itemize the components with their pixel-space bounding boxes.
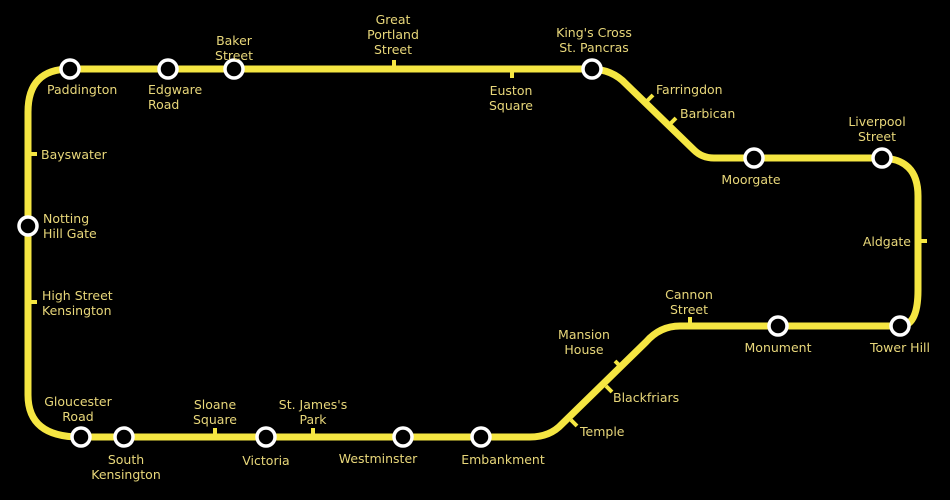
station-westminster[interactable]: Westminster xyxy=(338,451,418,466)
station-embankment[interactable]: Embankment xyxy=(461,452,545,467)
interchange-stations xyxy=(17,58,911,448)
station-ticks xyxy=(28,60,927,437)
station-barbican[interactable]: Barbican xyxy=(680,106,736,121)
station-great-portland-street[interactable]: Great Portland Street xyxy=(367,12,419,57)
station-farringdon[interactable]: Farringdon xyxy=(656,82,723,97)
station-temple[interactable]: Temple xyxy=(580,424,625,439)
station-victoria[interactable]: Victoria xyxy=(242,453,290,468)
station-paddington[interactable]: Paddington xyxy=(47,82,118,97)
station-edgware-road[interactable]: Edgware Road xyxy=(148,82,203,112)
station-monument[interactable]: Monument xyxy=(744,340,812,355)
station-moorgate[interactable]: Moorgate xyxy=(721,172,781,187)
circle-line-track xyxy=(24,65,922,441)
station-notting-hill-gate[interactable]: Notting Hill Gate xyxy=(43,211,97,241)
station-cannon-street[interactable]: Cannon Street xyxy=(665,287,713,317)
station-high-street-kensington[interactable]: High Street Kensington xyxy=(42,288,113,318)
station-blackfriars[interactable]: Blackfriars xyxy=(613,390,680,405)
station-mansion-house[interactable]: Mansion House xyxy=(558,327,610,357)
station-tower-hill[interactable]: Tower Hill xyxy=(869,340,931,355)
station-kings-cross[interactable]: King's Cross St. Pancras xyxy=(556,25,632,55)
station-liverpool-street[interactable]: Liverpool Street xyxy=(848,114,906,144)
station-gloucester-road[interactable]: Gloucester Road xyxy=(44,394,112,424)
station-baker-street[interactable]: Baker Street xyxy=(215,33,253,63)
station-aldgate[interactable]: Aldgate xyxy=(862,234,911,249)
station-euston-square[interactable]: Euston Square xyxy=(488,83,534,113)
station-sloane-square[interactable]: Sloane Square xyxy=(192,397,238,427)
station-st-jamess-park[interactable]: St. James's Park xyxy=(278,397,348,427)
station-south-kensington[interactable]: South Kensington xyxy=(91,452,161,482)
station-bayswater[interactable]: Bayswater xyxy=(41,147,107,162)
